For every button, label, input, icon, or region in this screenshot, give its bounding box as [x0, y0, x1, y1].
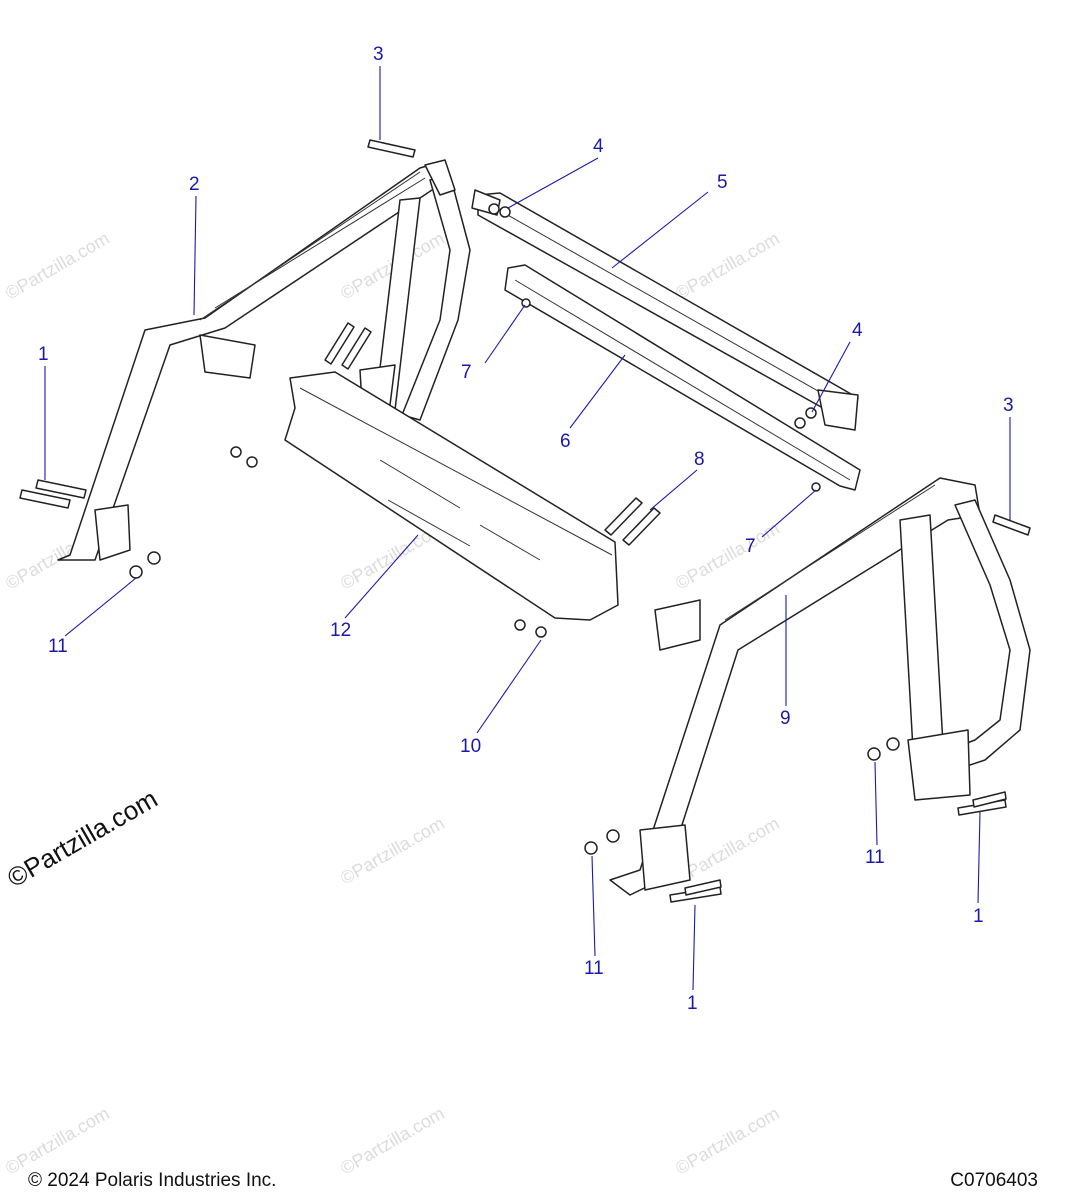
part-5-crossbar — [471, 189, 859, 431]
callout-label: 1 — [687, 993, 698, 1014]
watermark: ©Partzilla.com — [672, 518, 783, 593]
right-roll-cage — [609, 477, 1031, 896]
leader-lines — [44, 66, 1011, 991]
callout-label: 6 — [560, 431, 571, 452]
watermark-large: ©Partzilla.com — [2, 783, 162, 893]
callout-label: 3 — [1003, 395, 1014, 416]
callout-label: 8 — [694, 449, 705, 470]
callout-label: 11 — [865, 847, 885, 868]
watermark: ©Partzilla.com — [2, 1103, 113, 1178]
part-12-panel — [284, 371, 619, 621]
callout-label: 10 — [460, 736, 481, 757]
callout-label: 7 — [745, 536, 756, 557]
fasteners — [19, 139, 1031, 903]
callout-label: 1 — [38, 344, 49, 365]
callout-label: 4 — [852, 320, 863, 341]
callout-label: 1 — [973, 906, 984, 927]
watermark: ©Partzilla.com — [672, 228, 783, 303]
callout-label: 2 — [189, 174, 200, 195]
diagram-code: C0706403 — [950, 1170, 1038, 1191]
callout-label: 12 — [330, 620, 351, 641]
callout-label: 3 — [373, 44, 384, 65]
callout-label: 7 — [461, 362, 472, 383]
watermark: ©Partzilla.com — [337, 1103, 448, 1178]
watermark: ©Partzilla.com — [337, 813, 448, 888]
part-6-crossbar — [504, 264, 861, 491]
callout-label: 5 — [717, 172, 728, 193]
callout-label: 11 — [584, 958, 604, 979]
callout-label: 9 — [780, 708, 791, 729]
callouts: 3 2 1 4 5 4 3 7 6 8 7 9 12 11 10 11 1 11… — [38, 44, 1014, 1014]
callout-label: 11 — [48, 636, 68, 657]
watermark: ©Partzilla.com — [672, 1103, 783, 1178]
callout-label: 4 — [593, 136, 604, 157]
copyright-text: © 2024 Polaris Industries Inc. — [28, 1170, 277, 1191]
watermark: ©Partzilla.com — [2, 228, 113, 303]
